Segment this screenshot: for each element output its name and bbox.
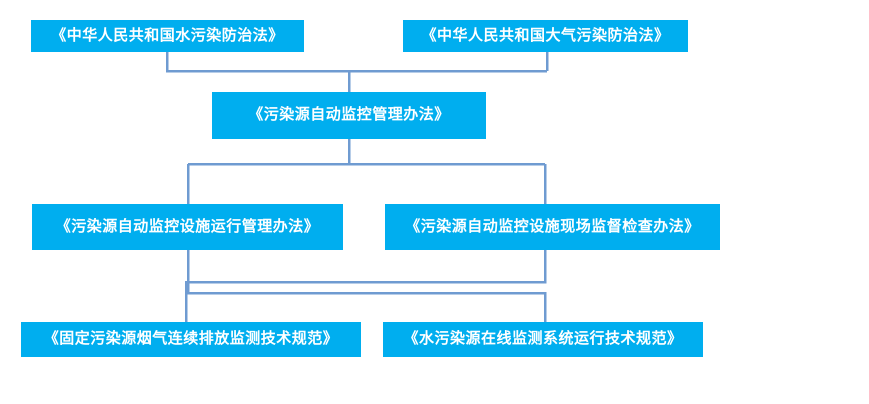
node-water-law[interactable]: 《中华人民共和国水污染防治法》 (31, 20, 304, 52)
node-auto-monitor-measures[interactable]: 《污染源自动监控管理办法》 (212, 92, 486, 139)
node-cems-spec[interactable]: 《固定污染源烟气连续排放监测技术规范》 (21, 322, 361, 357)
edge-facility-inspection-to-cems-spec (184, 250, 547, 322)
node-water-online-spec[interactable]: 《水污染源在线监测系统运行技术规范》 (383, 322, 703, 357)
node-facility-operation[interactable]: 《污染源自动监控设施运行管理办法》 (32, 204, 343, 250)
node-air-law[interactable]: 《中华人民共和国大气污染防治法》 (403, 20, 688, 52)
edge-facility-operation-to-water-online-spec (186, 250, 547, 322)
edge-water-law-to-measures (165, 52, 547, 73)
node-facility-inspection[interactable]: 《污染源自动监控设施现场监督检查办法》 (385, 204, 720, 250)
